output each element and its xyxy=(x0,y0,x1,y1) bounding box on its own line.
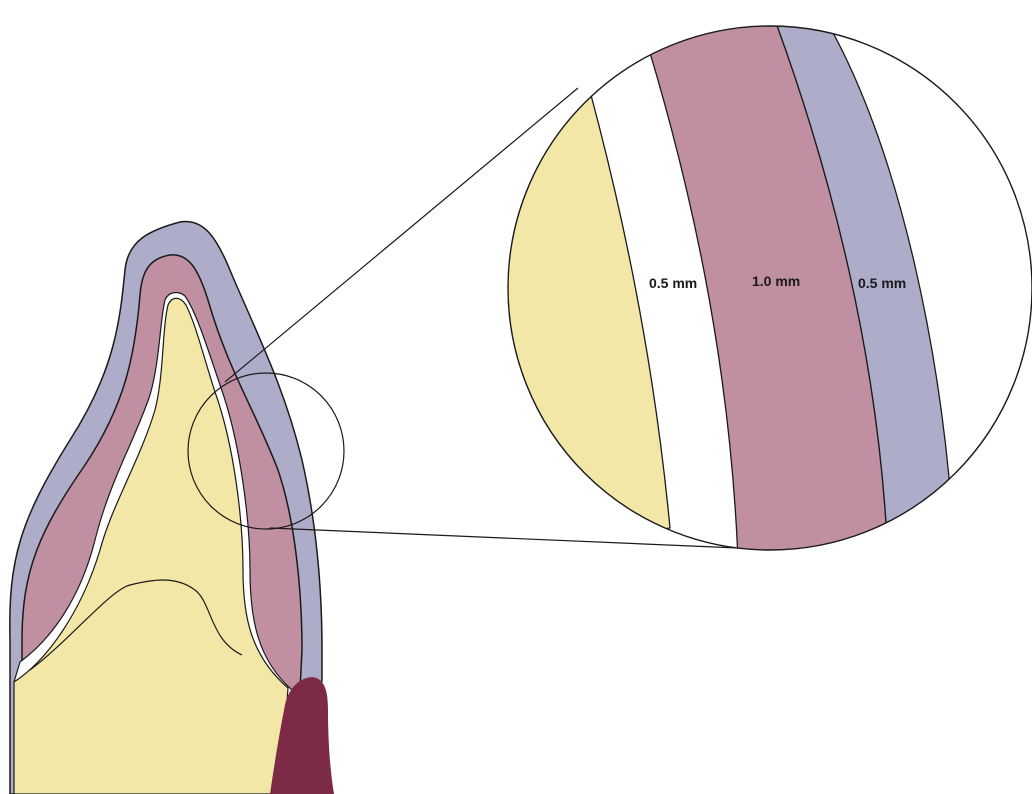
connector-line-bottom xyxy=(270,528,738,548)
middle-layer-label: 1.0 mm xyxy=(752,273,800,289)
tooth-drawing xyxy=(10,222,334,794)
inner-layer-label: 0.5 mm xyxy=(649,275,697,291)
outer-layer-label: 0.5 mm xyxy=(858,275,906,291)
